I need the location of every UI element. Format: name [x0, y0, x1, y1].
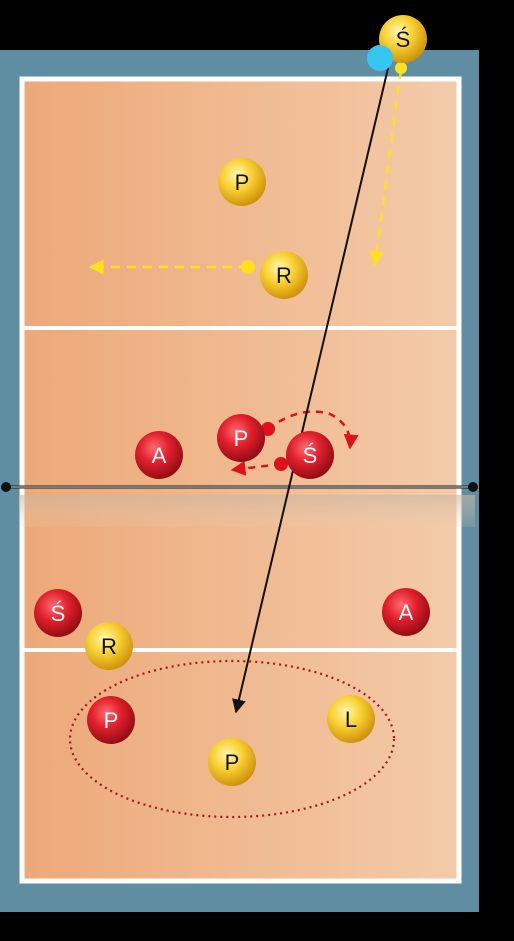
player-red-p-net[interactable]: P — [217, 414, 265, 462]
net-shadow — [20, 495, 475, 527]
yellow-movement-arrows — [88, 62, 407, 275]
player-yellow-top-r[interactable]: R — [260, 251, 308, 299]
player-label: R — [276, 263, 292, 288]
player-yellow-r-back[interactable]: R — [85, 622, 133, 670]
player-yellow-top-p[interactable]: P — [218, 158, 266, 206]
player-yellow-p-back[interactable]: P — [208, 738, 256, 786]
player-label: R — [101, 634, 117, 659]
setter-move-start-dot — [241, 260, 255, 274]
server-move-start-dot — [395, 62, 407, 74]
player-red-s-back[interactable]: Ś — [34, 589, 82, 637]
player-yellow-l-back[interactable]: L — [327, 695, 375, 743]
player-label: P — [225, 750, 240, 775]
ball-icon — [367, 45, 393, 71]
red-movement-arrows — [230, 410, 359, 476]
player-label: A — [152, 443, 167, 468]
net-post-left — [1, 482, 11, 492]
red-back-start-dot — [274, 457, 288, 471]
player-label: Ś — [303, 443, 318, 468]
server-move-arrow — [369, 69, 403, 267]
player-red-s-net[interactable]: Ś — [286, 431, 334, 479]
net-post-right — [468, 482, 478, 492]
red-setter-arc-arrow — [267, 410, 359, 450]
reception-zone — [68, 659, 396, 819]
player-label: P — [234, 426, 249, 451]
player-red-p-back[interactable]: P — [87, 696, 135, 744]
serve-trajectory-arrow — [232, 63, 390, 714]
player-red-a-left[interactable]: A — [135, 431, 183, 479]
player-label: Ś — [51, 601, 66, 626]
player-label: P — [104, 708, 119, 733]
player-server[interactable]: Ś — [379, 15, 427, 63]
court-boundary-line — [19, 76, 462, 884]
player-label: L — [345, 707, 357, 732]
red-arc-start-dot — [261, 422, 275, 436]
red-setter-back-arrow — [230, 460, 282, 476]
player-label: Ś — [396, 27, 411, 52]
player-red-a-right[interactable]: A — [382, 588, 430, 636]
player-label: A — [399, 600, 414, 625]
player-label: P — [235, 170, 250, 195]
